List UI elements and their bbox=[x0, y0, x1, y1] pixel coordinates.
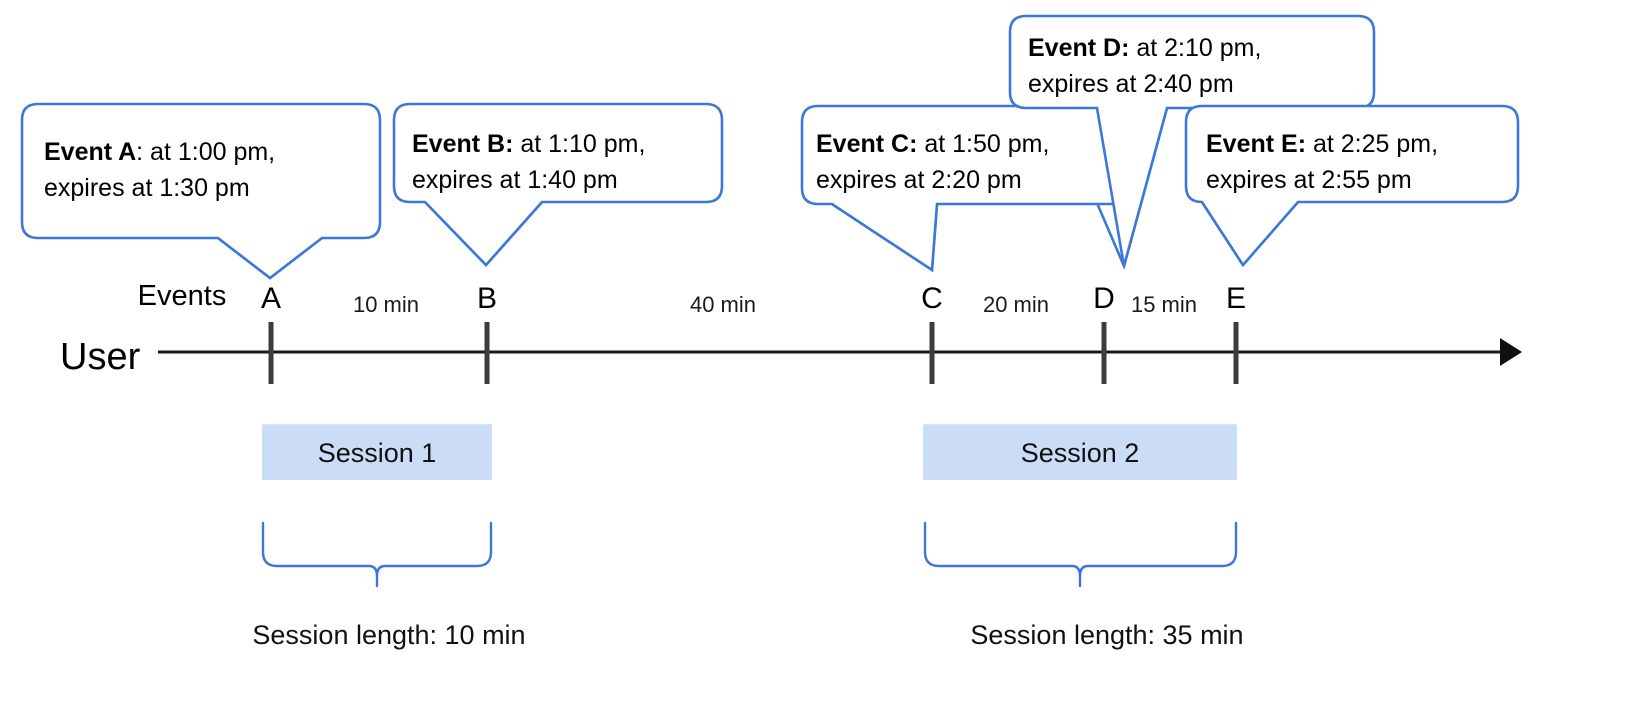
callout-event-e-line2: expires at 2:55 pm bbox=[1206, 166, 1412, 194]
event-letter-c: C bbox=[921, 282, 943, 315]
callout-event-d-box bbox=[1008, 14, 1376, 267]
callout-event-d[interactable]: Event D: at 2:10 pm, expires at 2:40 pm bbox=[1008, 14, 1376, 267]
session-2-brace-path bbox=[923, 521, 1238, 588]
callout-event-a-line2: expires at 1:30 pm bbox=[44, 174, 250, 202]
lane-label-user: User bbox=[60, 336, 141, 378]
callout-event-c-line1: Event C: at 1:50 pm, bbox=[816, 130, 1049, 158]
callout-event-b-line2: expires at 1:40 pm bbox=[412, 166, 618, 194]
session-1-label: Session 1 bbox=[318, 438, 437, 468]
session-2-caption: Session length: 35 min bbox=[970, 620, 1243, 650]
session-1-brace bbox=[261, 521, 493, 588]
session-2[interactable]: Session 2 bbox=[923, 423, 1237, 480]
timeline-axis bbox=[158, 338, 1522, 366]
session-2-brace bbox=[923, 521, 1238, 588]
session-1-brace-path bbox=[261, 521, 493, 588]
callout-event-e[interactable]: Event E: at 2:25 pm, expires at 2:55 pm bbox=[1184, 104, 1520, 268]
event-letter-a: A bbox=[261, 282, 281, 315]
axis-arrow-icon bbox=[1500, 338, 1522, 366]
callout-event-d-line2: expires at 2:40 pm bbox=[1028, 70, 1234, 98]
callout-event-e-line1: Event E: at 2:25 pm, bbox=[1206, 130, 1438, 158]
callout-event-a-line1: Event A: at 1:00 pm, bbox=[44, 138, 275, 166]
callout-event-c-line2: expires at 2:20 pm bbox=[816, 166, 1022, 194]
gap-label-a-b: 10 min bbox=[353, 292, 419, 317]
callout-event-a[interactable]: Event A: at 1:00 pm, expires at 1:30 pm bbox=[20, 102, 382, 280]
gap-label-c-d: 20 min bbox=[983, 292, 1049, 317]
gap-label-d-e: 15 min bbox=[1131, 292, 1197, 317]
callout-event-b-line1: Event B: at 1:10 pm, bbox=[412, 130, 645, 158]
callout-event-b-box bbox=[392, 102, 724, 267]
event-letter-b: B bbox=[477, 282, 497, 315]
event-letter-d: D bbox=[1093, 282, 1115, 315]
lane-label-events: Events bbox=[138, 280, 227, 312]
callout-event-c[interactable]: Event C: at 1:50 pm, expires at 2:20 pm bbox=[800, 104, 1138, 273]
session-1-caption: Session length: 10 min bbox=[252, 620, 525, 650]
callout-event-b[interactable]: Event B: at 1:10 pm, expires at 1:40 pm bbox=[392, 102, 724, 267]
session-1-bar bbox=[262, 424, 492, 480]
session-1[interactable]: Session 1 bbox=[262, 423, 492, 480]
callout-event-d-line1: Event D: at 2:10 pm, bbox=[1028, 34, 1261, 62]
callout-event-e-box bbox=[1184, 104, 1520, 268]
timeline-ticks bbox=[268, 322, 1239, 384]
callout-event-a-box bbox=[20, 102, 382, 280]
event-letter-e: E bbox=[1226, 282, 1246, 315]
session-2-bar bbox=[923, 424, 1237, 480]
session-2-label: Session 2 bbox=[1021, 438, 1140, 468]
gap-label-b-c: 40 min bbox=[690, 292, 756, 317]
